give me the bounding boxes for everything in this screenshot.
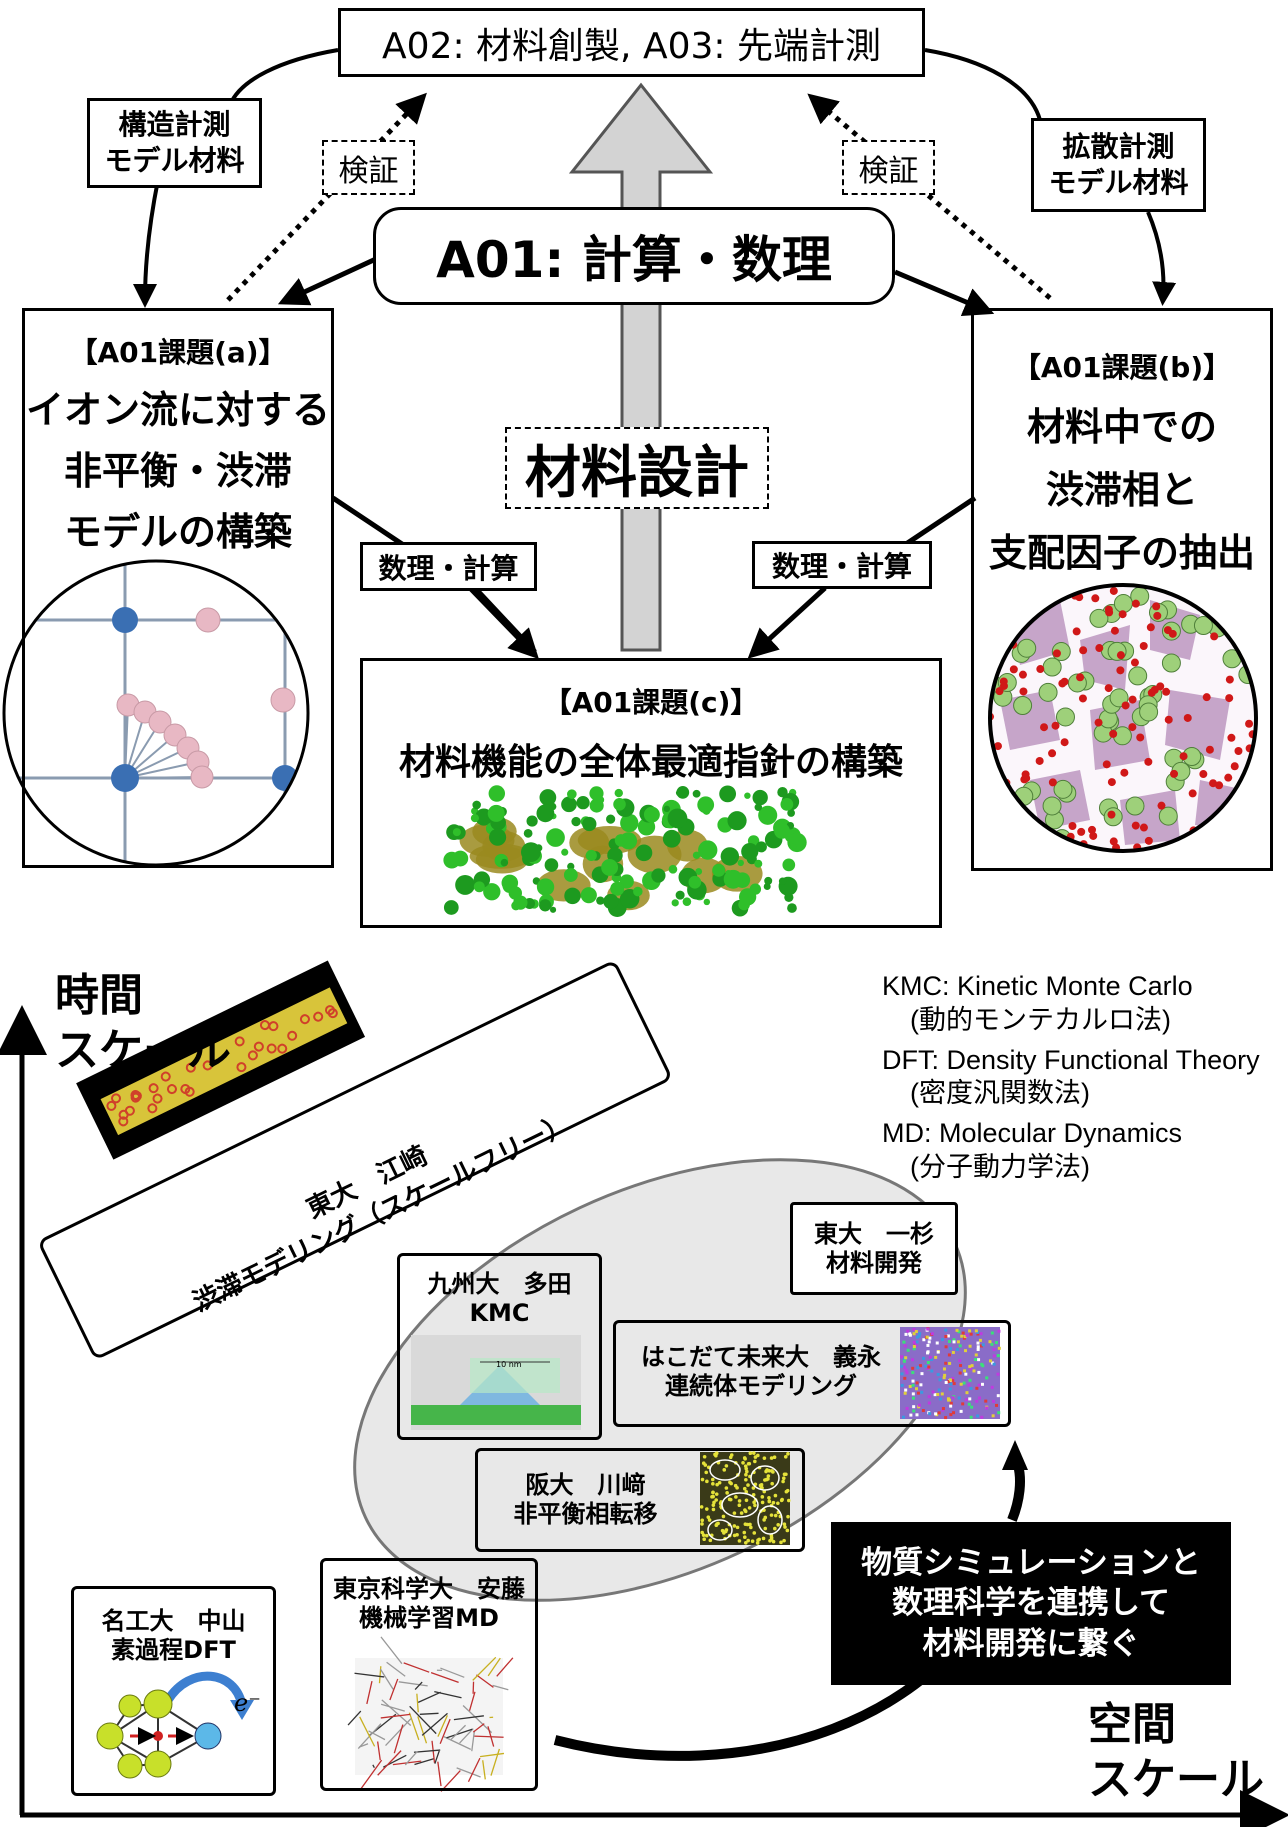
a01-title-box: A01: 計算・数理: [373, 207, 895, 305]
traffic-model-image: [76, 960, 366, 1160]
message-box: 物質シミュレーションと 数理科学を連携して 材料開発に繋ぐ: [831, 1522, 1231, 1685]
verify-left-text: 検証: [338, 153, 399, 189]
lab-meiko-nakayama: 名工大 中山 素過程DFT e⁻: [71, 1586, 276, 1796]
math-right-text: 数理・計算: [771, 550, 912, 583]
verify-label-right: 検証: [842, 140, 935, 195]
arrow-left-note-to-box-a: [133, 179, 160, 308]
arrow-a01-to-box-a: [277, 255, 380, 306]
x-axis-label-line-2: スケール: [1088, 1754, 1264, 1805]
lab-hakodate-name: はこだて未来大 義永: [641, 1343, 881, 1371]
right-note-line-1: 拡散計測: [1062, 129, 1175, 163]
top-title-box: A02: 材料創製, A03: 先端計測: [338, 8, 925, 77]
lab-hakodate-yoshinaga: はこだて未来大 義永 連続体モデリング: [613, 1320, 1011, 1427]
right-side-note: 拡散計測 モデル材料: [1031, 118, 1206, 212]
lab-todai-ichisugi-topic: 材料開発: [826, 1248, 922, 1277]
verify-arrow-left: [226, 92, 427, 302]
task-c-heading: 【A01課題(c)】: [543, 686, 759, 719]
legend-md: MD: Molecular Dynamics: [882, 1118, 1183, 1148]
arrow-box-b-to-box-c: [898, 495, 977, 551]
task-b-heading: 【A01課題(b)】: [1012, 351, 1232, 384]
dft-cluster-image: [96, 1671, 254, 1779]
material-design-arrow: [568, 82, 714, 652]
arrow-right-note-to-box-b: [1146, 211, 1177, 306]
material-design-label: 材料設計: [505, 427, 769, 509]
task-b-box: 【A01課題(b)】 材料中での 渋滞相と 支配因子の抽出: [971, 308, 1273, 871]
arrow-a01-to-box-b: [894, 269, 995, 317]
task-c-box: 【A01課題(c)】 材料機能の全体最適指針の構築: [360, 658, 942, 928]
percolation-illustration: [443, 785, 807, 917]
lab-ando-name: 東京科学大 安藤: [333, 1575, 525, 1603]
lab-osaka-kawasaki: 阪大 川﨑 非平衡相転移: [475, 1448, 805, 1552]
math-label-left: 数理・計算: [360, 542, 537, 591]
x-axis-label: 空間 スケール: [1088, 1697, 1264, 1807]
task-a-line-2: 非平衡・渋滞: [63, 449, 292, 493]
y-axis-label-line-2: スケール: [55, 1025, 231, 1076]
right-note-line-2: モデル材料: [1048, 166, 1189, 199]
lab-todai-ichisugi: 東大 一杉 材料開発: [790, 1202, 958, 1295]
a01-title: A01: 計算・数理: [436, 231, 832, 289]
legend-dft: DFT: Density Functional Theory: [882, 1044, 1260, 1075]
task-a-line-3: モデルの構築: [63, 510, 292, 554]
math-left-text: 数理・計算: [378, 551, 519, 585]
lab-todai-ichisugi-name: 東大 一杉: [814, 1219, 934, 1248]
legend-kmc-ja: (動的モンテカルロ法): [910, 1004, 1171, 1035]
top-title: A02: 材料創製, A03: 先端計測: [382, 25, 881, 67]
y-axis-label: 時間 スケール: [55, 968, 231, 1078]
task-a-line-1: イオン流に対する: [25, 388, 330, 432]
continuum-model-image: [900, 1327, 1001, 1420]
lab-ando-topic: 機械学習MD: [359, 1603, 499, 1632]
verify-label-left: 検証: [322, 140, 415, 195]
task-b-line-3: 支配因子の抽出: [988, 531, 1255, 575]
arrow-title-to-right-note: [924, 48, 1042, 121]
task-b-line-2: 渋滞相と: [1045, 468, 1198, 512]
math-label-right: 数理・計算: [752, 541, 932, 589]
left-side-note: 構造計測 モデル材料: [87, 98, 262, 188]
arrow-title-to-left-note: [228, 48, 339, 106]
task-b-line-1: 材料中での: [1026, 405, 1217, 449]
lab-osaka-topic: 非平衡相転移: [513, 1499, 658, 1528]
task-c-line: 材料機能の全体最適指針の構築: [398, 742, 903, 783]
lab-kyushu-tada-topic: KMC: [469, 1298, 530, 1327]
lab-nakayama-topic: 素過程DFT: [111, 1635, 236, 1664]
lab-kyushu-tada: 九州大 多田 KMC 10 nm: [397, 1253, 602, 1440]
kmc-simulation-image: [411, 1335, 581, 1430]
verify-arrow-right: [807, 93, 1052, 300]
y-axis-label-line-1: 時間: [55, 970, 143, 1021]
message-line-3: 材料開発に繋ぐ: [922, 1625, 1140, 1662]
task-a-heading: 【A01課題(a)】: [69, 336, 287, 369]
electron-label: e⁻: [234, 1689, 261, 1717]
message-line-1: 物質シミュレーションと: [861, 1545, 1201, 1582]
phase-transition-image: [699, 1451, 791, 1545]
legend-kmc: KMC: Kinetic Monte Carlo: [882, 971, 1193, 1001]
x-axis-label-line-1: 空間: [1088, 1699, 1176, 1750]
progress-arrow-upper: [1007, 1463, 1025, 1522]
ezaki-panel: [40, 962, 670, 1358]
legend-md-ja: (分子動力学法): [910, 1151, 1090, 1182]
verify-right-text: 検証: [858, 153, 919, 189]
lab-osaka-name: 阪大 川﨑: [525, 1471, 646, 1499]
task-a-box: 【A01課題(a)】 イオン流に対する 非平衡・渋滞 モデルの構築: [22, 308, 334, 868]
lab-kyushu-tada-name: 九州大 多田: [427, 1270, 572, 1298]
lab-hakodate-topic: 連続体モデリング: [665, 1371, 857, 1400]
crystal-structure-illustration: [990, 585, 1256, 851]
material-design-text: 材料設計: [525, 440, 749, 506]
lab-tokyo-sci-ando: 東京科学大 安藤 機械学習MD: [320, 1558, 538, 1791]
message-line-2: 数理科学を連携して: [891, 1585, 1171, 1622]
left-note-line-1: 構造計測: [118, 107, 231, 141]
md-network-image: [347, 1636, 514, 1792]
kmc-scale-label: 10 nm: [496, 1360, 522, 1369]
abbreviation-legend: KMC: Kinetic Monte Carlo (動的モンテカルロ法) DFT…: [882, 970, 1260, 1185]
left-note-line-2: モデル材料: [104, 144, 245, 177]
legend-dft-ja: (密度汎関数法): [910, 1078, 1090, 1109]
lab-nakayama-name: 名工大 中山: [101, 1607, 246, 1635]
